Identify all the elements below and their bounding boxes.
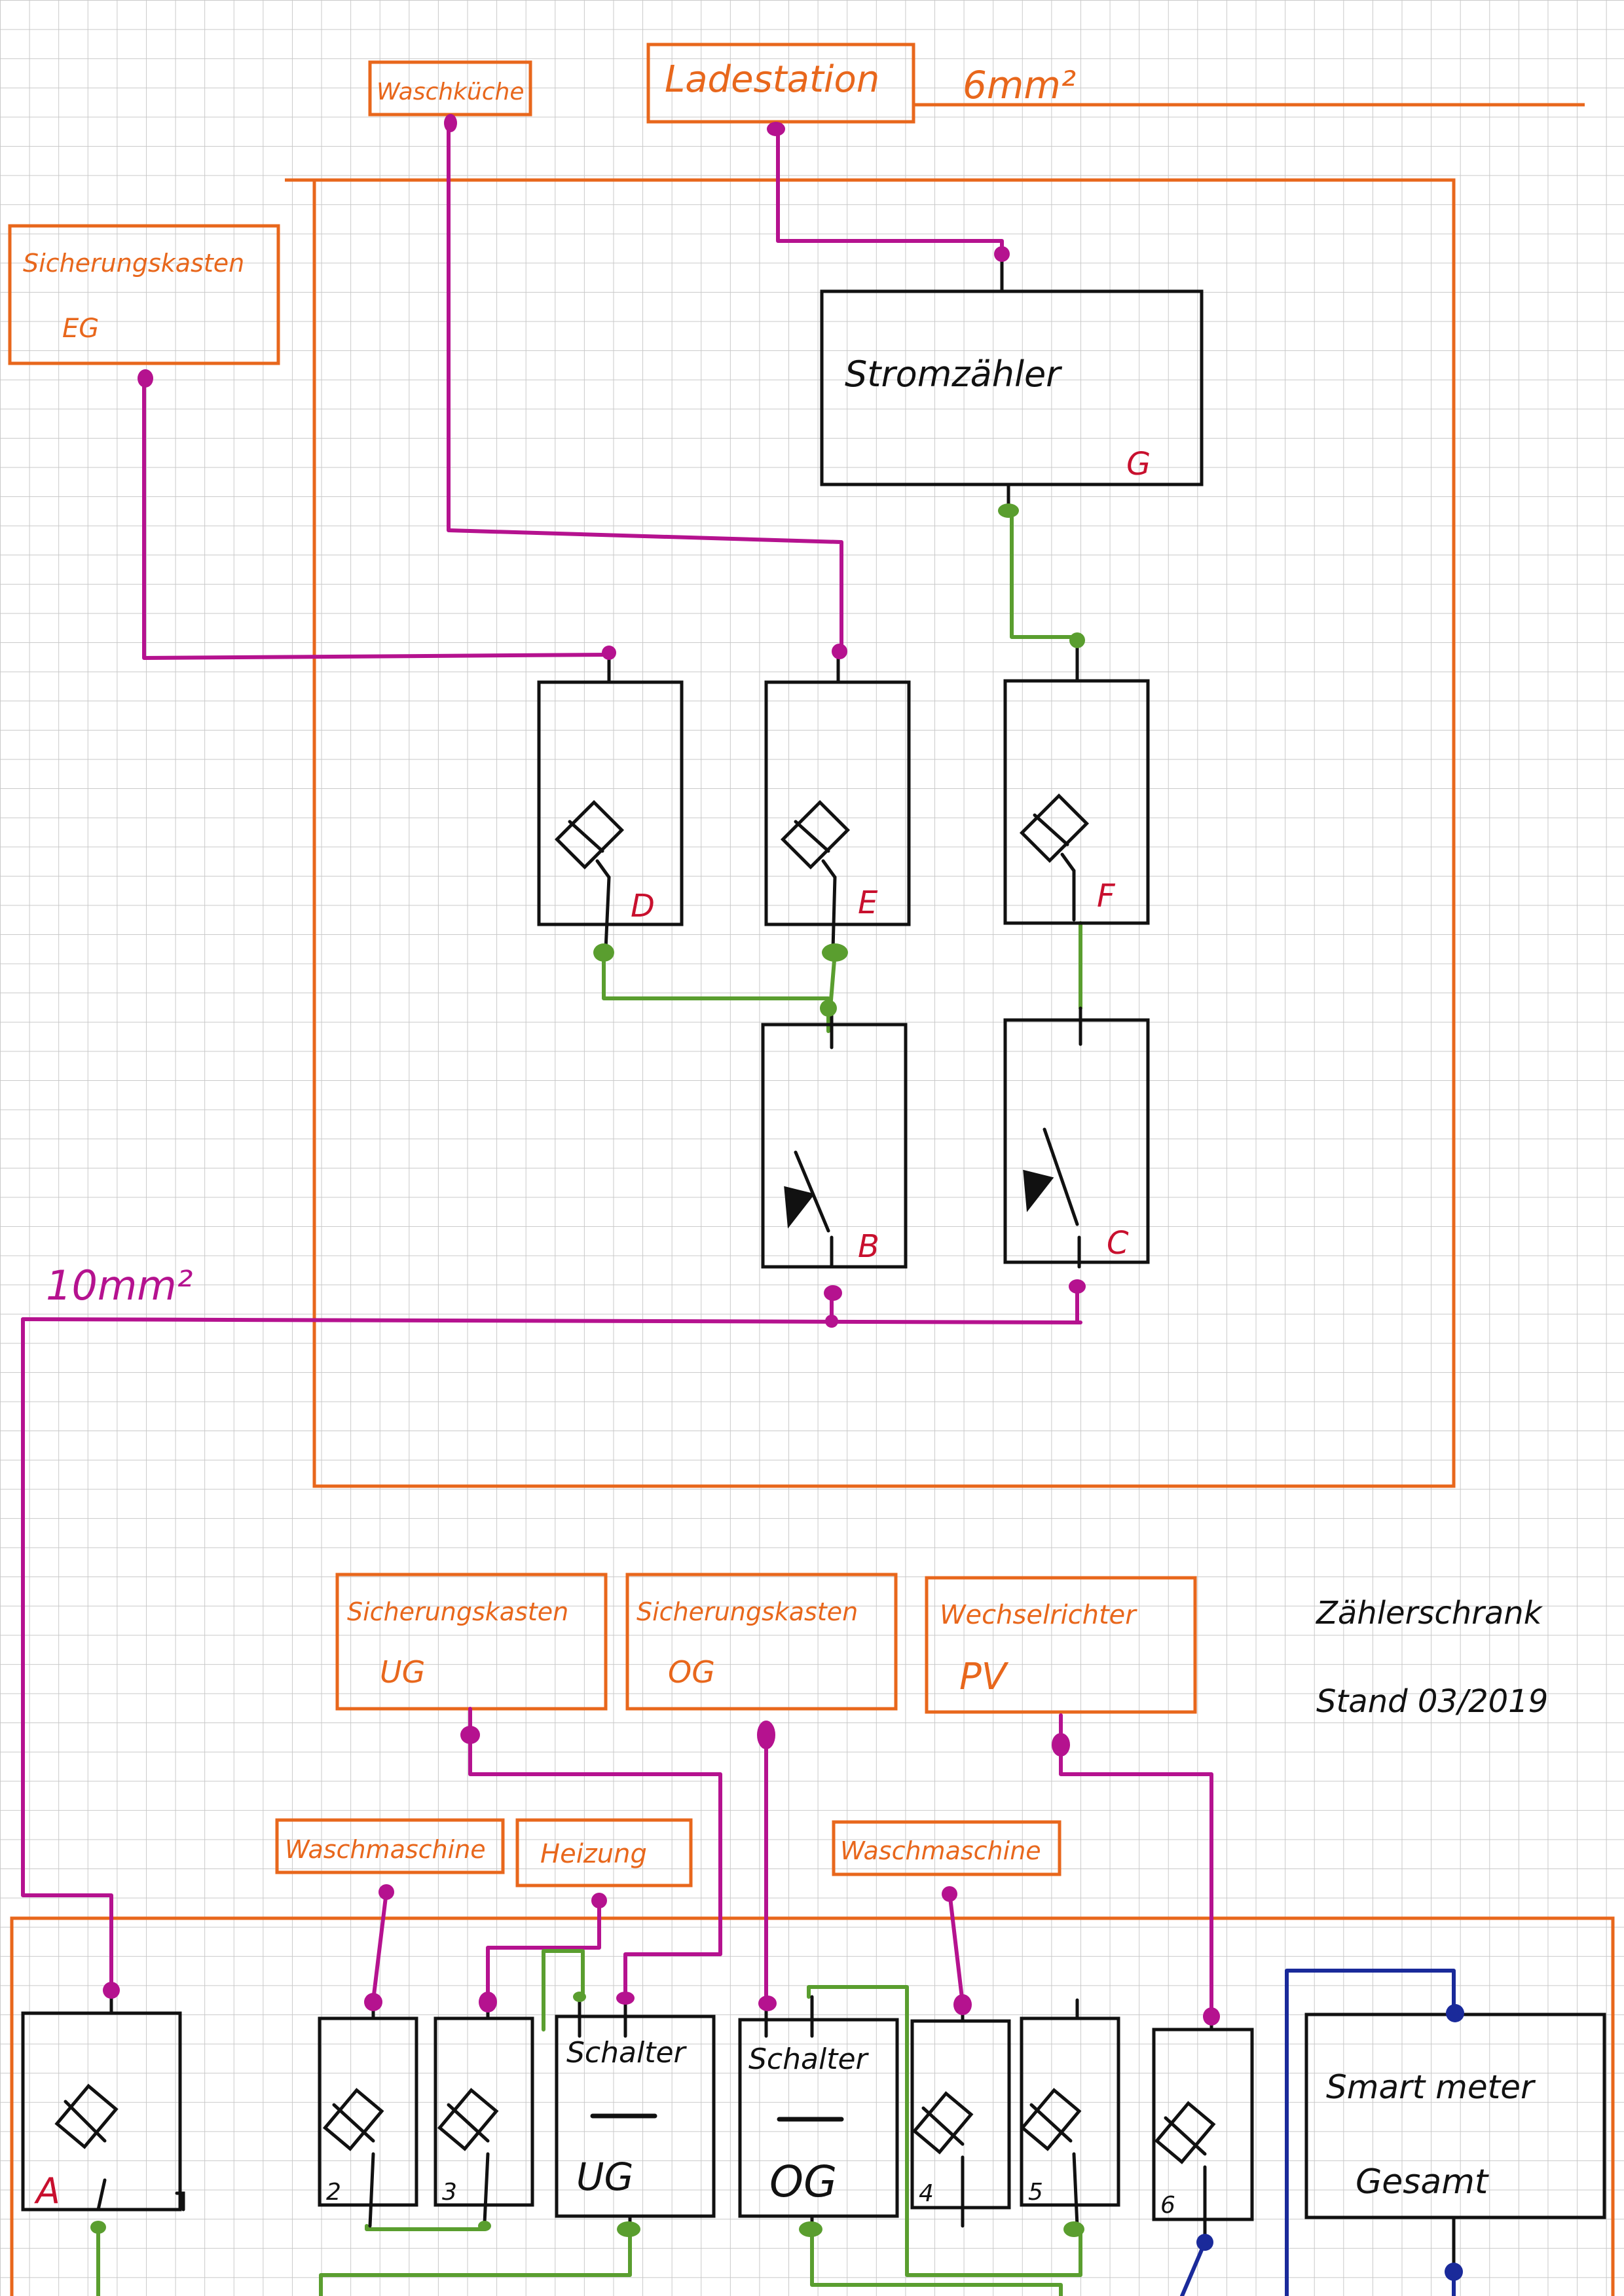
wire-ug-out [319,2234,632,2296]
wire-10mm-feed [21,1317,113,1992]
cable-10mm-label: 10mm² [46,1262,193,1309]
ladestation-label: Ladestation [665,58,879,101]
green-terminals [90,503,1085,2237]
wire-waschmaschine2-to-fuse-4 [948,1890,965,2005]
wire-heizung-to-fuse-3 [486,1900,601,2005]
wechselrichter-title: Wechselrichter [940,1600,1137,1630]
wire-fuse-d-to-switch-b [602,951,830,1033]
label-a: A [34,2170,60,2212]
wire-ug-input [542,1949,585,2032]
fuse-6 [1152,2014,1254,2241]
blue-terminals [1196,2004,1464,2281]
wire-ladestation-to-stromzaehler [776,126,1004,257]
sicherungskasten-eg-box [8,224,280,365]
waschmaschine-1-label: Waschmaschine [285,1835,486,1864]
sicherungskasten-eg-title: Sicherungskasten [23,249,244,278]
label-c: C [1107,1225,1129,1262]
sicherungskasten-og-title: Sicherungskasten [637,1597,858,1626]
schalter-og-sub: OG [769,2157,837,2207]
wire-fuse-e-to-switch-b [828,951,837,1010]
wire-fuse-2-3-link [365,2221,487,2231]
schalter-ug [555,1995,716,2234]
label-5: 5 [1028,2179,1043,2206]
smartmeter-sub: Gesamt [1356,2162,1489,2202]
label-b: B [858,1228,879,1265]
label-3: 3 [442,2179,457,2206]
label-6: 6 [1160,2192,1175,2219]
fuse-3 [434,2001,534,2225]
fuse-d [537,656,684,951]
schalter-ug-sub: UG [576,2155,633,2199]
magenta-terminals [103,114,1220,2026]
waschkueche-label: Waschküche [377,79,524,105]
waschmaschine-1-box [275,1818,505,1874]
wechselrichter-sub: PV [959,1656,1009,1698]
label-f: F [1097,878,1116,915]
switch-b [761,1006,908,1269]
schalter-ug-title: Schalter [566,2036,688,2069]
label-g: G [1126,446,1151,483]
wire-10mm-bus [21,1317,1082,1324]
fuse-2 [318,2001,418,2228]
diagram-title: Zählerschrank [1315,1595,1543,1631]
heizung-box [515,1818,693,1887]
wire-pv-to-fuse-6 [1059,1713,1213,2018]
wire-waschkueche-to-fuse-e [447,119,843,653]
sicherungskasten-ug-box [335,1573,608,1711]
fuse-4 [910,2005,1011,2228]
heizung-label: Heizung [540,1839,647,1869]
cable-6mm-label: 6mm² [963,63,1076,107]
wire-og-out [810,2231,1063,2296]
waschmaschine-2-label: Waschmaschine [840,1836,1041,1865]
wire-stromzaehler-to-fuse-f [1010,509,1079,639]
wechselrichter-box [925,1576,1197,1714]
wire-waschmaschine1-to-fuse-2 [371,1890,388,2002]
stromzaehler-box [820,289,1204,486]
fuse-f [1003,638,1150,925]
sicherungskasten-og-box [625,1573,898,1711]
wire-fuse-6-blue-out [1180,2240,1207,2296]
wire-eg-to-fuse-d [142,371,611,660]
label-2: 2 [326,2179,341,2206]
fuse-5 [1020,1998,1120,2228]
lower-cabinet-frame [10,1916,1615,2296]
label-d: D [631,888,655,924]
ladestation-box [646,43,915,124]
wire-smartmeter-blue-loop [1285,1969,1456,2296]
label-4: 4 [919,2180,934,2207]
smartmeter [1304,2013,1606,2274]
sicherungskasten-og-sub: OG [668,1654,715,1690]
wire-ug-to-schalter [468,1707,722,1999]
schalter-og-title: Schalter [748,2043,870,2076]
sicherungskasten-ug-title: Sicherungskasten [347,1597,568,1626]
wire-og-in-loop [807,1985,1082,2277]
label-e: E [858,884,878,921]
smartmeter-title: Smart meter [1326,2068,1536,2106]
fuse-a [21,1992,185,2212]
switch-c [1003,1006,1150,1269]
upper-cabinet-frame [312,178,1456,1488]
fuse-e [764,653,911,951]
stromzaehler-label: Stromzähler [845,354,1062,395]
sicherungskasten-eg-sub: EG [62,314,99,344]
diagram-stand: Stand 03/2019 [1316,1683,1548,1720]
waschmaschine-2-box [832,1820,1061,1876]
sicherungskasten-ug-sub: UG [380,1654,425,1690]
